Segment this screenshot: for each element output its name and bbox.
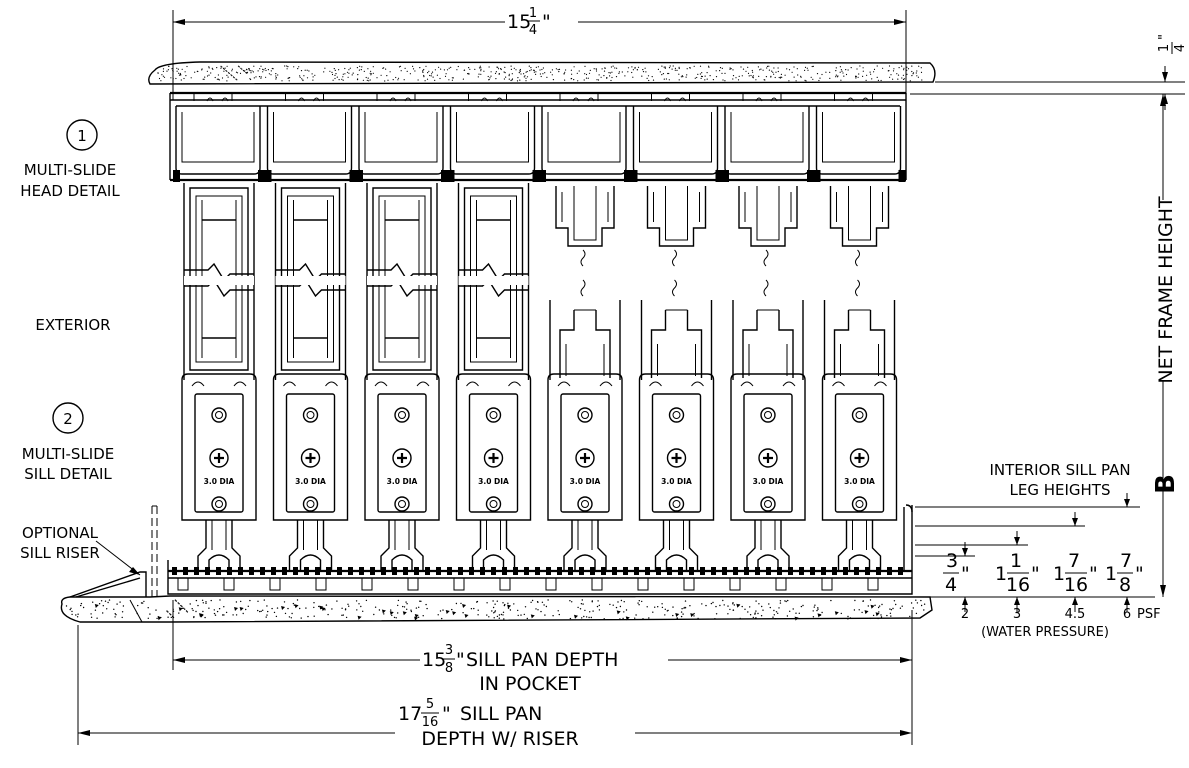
leg-height-num: 1	[1010, 550, 1022, 572]
riser-depth-text1: SILL PAN	[460, 703, 542, 725]
leg-height-num: 7	[1120, 550, 1132, 572]
panel-3: 3.0 DIA	[356, 93, 448, 572]
interior-label-line2: LEG HEIGHTS	[1010, 481, 1111, 499]
sill-detail-callout: 2 MULTI-SLIDE SILL DETAIL	[22, 402, 115, 483]
panel-6: 3.0 DIA	[630, 93, 723, 572]
pan-depth-text2: IN POCKET	[479, 673, 581, 695]
leg-height-unit: "	[1089, 563, 1098, 585]
leg-height-1: 34"	[943, 550, 970, 596]
dia-label: 3.0 DIA	[753, 477, 784, 486]
leg-height-whole: 1	[1053, 563, 1065, 585]
head-gap-unit: "	[1157, 34, 1172, 40]
head-gap-dimension: 1 4 "	[910, 34, 1188, 110]
head-detail-line1: MULTI-SLIDE	[24, 161, 117, 179]
top-width-unit: "	[542, 11, 551, 33]
top-width-whole: 15	[507, 11, 531, 33]
optional-sill-riser	[69, 505, 158, 598]
floor-slab	[60, 595, 933, 623]
psf-value: 6	[1123, 607, 1131, 622]
sill-detail-line1: MULTI-SLIDE	[22, 445, 115, 463]
panel-5: 3.0 DIA	[539, 93, 631, 572]
dia-label: 3.0 DIA	[478, 477, 509, 486]
riser-depth-whole: 17	[398, 703, 422, 725]
sill-detail-line2: SILL DETAIL	[24, 465, 112, 483]
leg-height-den: 16	[1006, 574, 1030, 596]
riser-depth-dimension: 17 5 16 " SILL PAN DEPTH W/ RISER	[77, 625, 912, 750]
riser-depth-text2: DEPTH W/ RISER	[421, 728, 578, 750]
pan-depth-whole: 15	[422, 649, 446, 671]
riser-depth-unit: "	[442, 703, 451, 725]
head-detail-number: 1	[77, 127, 87, 145]
net-frame-height-dimension: NET FRAME HEIGHT B	[1151, 94, 1181, 597]
panel-2: 3.0 DIA	[264, 93, 357, 572]
dia-label: 3.0 DIA	[387, 477, 418, 486]
dia-label: 3.0 DIA	[844, 477, 875, 486]
leg-height-unit: "	[961, 563, 970, 585]
head-detail-callout: 1 MULTI-SLIDE HEAD DETAIL	[20, 119, 120, 200]
sill-detail-number: 2	[63, 410, 73, 428]
leg-height-unit: "	[1135, 563, 1144, 585]
net-frame-height-label: NET FRAME HEIGHT	[1155, 196, 1177, 384]
pan-depth-unit: "	[456, 649, 465, 671]
head-detail-line2: HEAD DETAIL	[20, 182, 120, 200]
ceiling-substrate	[148, 61, 936, 85]
head-gap-num: 1	[1157, 44, 1172, 52]
head-gap-den: 4	[1173, 44, 1188, 52]
dia-label: 3.0 DIA	[570, 477, 601, 486]
sill-riser-label: OPTIONAL SILL RISER	[20, 524, 100, 562]
psf-value: 2	[961, 607, 969, 622]
water-pressure-label: (WATER PRESSURE)	[981, 625, 1109, 640]
sill-frame	[167, 504, 913, 595]
panel-4: 3.0 DIA	[447, 93, 540, 572]
leg-height-whole: 1	[1105, 563, 1117, 585]
pan-depth-den: 8	[445, 661, 453, 676]
leg-height-4: 178"	[1105, 550, 1144, 596]
interior-label-line1: INTERIOR SILL PAN	[989, 461, 1130, 479]
b-marker: B	[1151, 474, 1181, 494]
dia-label: 3.0 DIA	[295, 477, 326, 486]
pan-depth-dimension: 15 3 8 " SILL PAN DEPTH IN POCKET	[172, 600, 913, 745]
psf-unit: PSF	[1137, 607, 1161, 622]
leg-height-num: 7	[1068, 550, 1080, 572]
riser-depth-den: 16	[422, 715, 439, 730]
psf-value: 4.5	[1065, 607, 1086, 622]
pan-depth-text1: SILL PAN DEPTH	[466, 649, 618, 671]
panel-stack: 3.0 DIA 3.0 DIA 3.0 DIA 3.0 DIA 3.0 DIA 3.0 D…	[173, 93, 906, 572]
leg-height-den: 16	[1064, 574, 1088, 596]
pan-depth-num: 3	[445, 643, 453, 658]
riser-depth-num: 5	[426, 697, 434, 712]
dia-label: 3.0 DIA	[661, 477, 692, 486]
riser-label-line1: OPTIONAL	[22, 524, 99, 542]
top-width-num: 1	[529, 6, 537, 21]
leg-heights-block: INTERIOR SILL PAN LEG HEIGHTS 34"1116"17…	[915, 461, 1161, 640]
panel-1: 3.0 DIA	[173, 93, 265, 572]
riser-label-line2: SILL RISER	[20, 544, 100, 562]
leg-height-den: 8	[1119, 574, 1131, 596]
exterior-label: EXTERIOR	[35, 316, 110, 334]
panel-8: 3.0 DIA	[813, 93, 906, 572]
leg-height-den: 4	[945, 574, 957, 596]
psf-value: 3	[1013, 607, 1021, 622]
leg-height-num: 3	[946, 550, 958, 572]
top-width-dimension: 15 1 4 "	[172, 6, 907, 100]
panel-7: 3.0 DIA	[722, 93, 814, 572]
top-width-den: 4	[529, 23, 537, 38]
leg-height-whole: 1	[995, 563, 1007, 585]
dia-label: 3.0 DIA	[204, 477, 235, 486]
leg-height-unit: "	[1031, 563, 1040, 585]
head-frame	[169, 91, 907, 182]
